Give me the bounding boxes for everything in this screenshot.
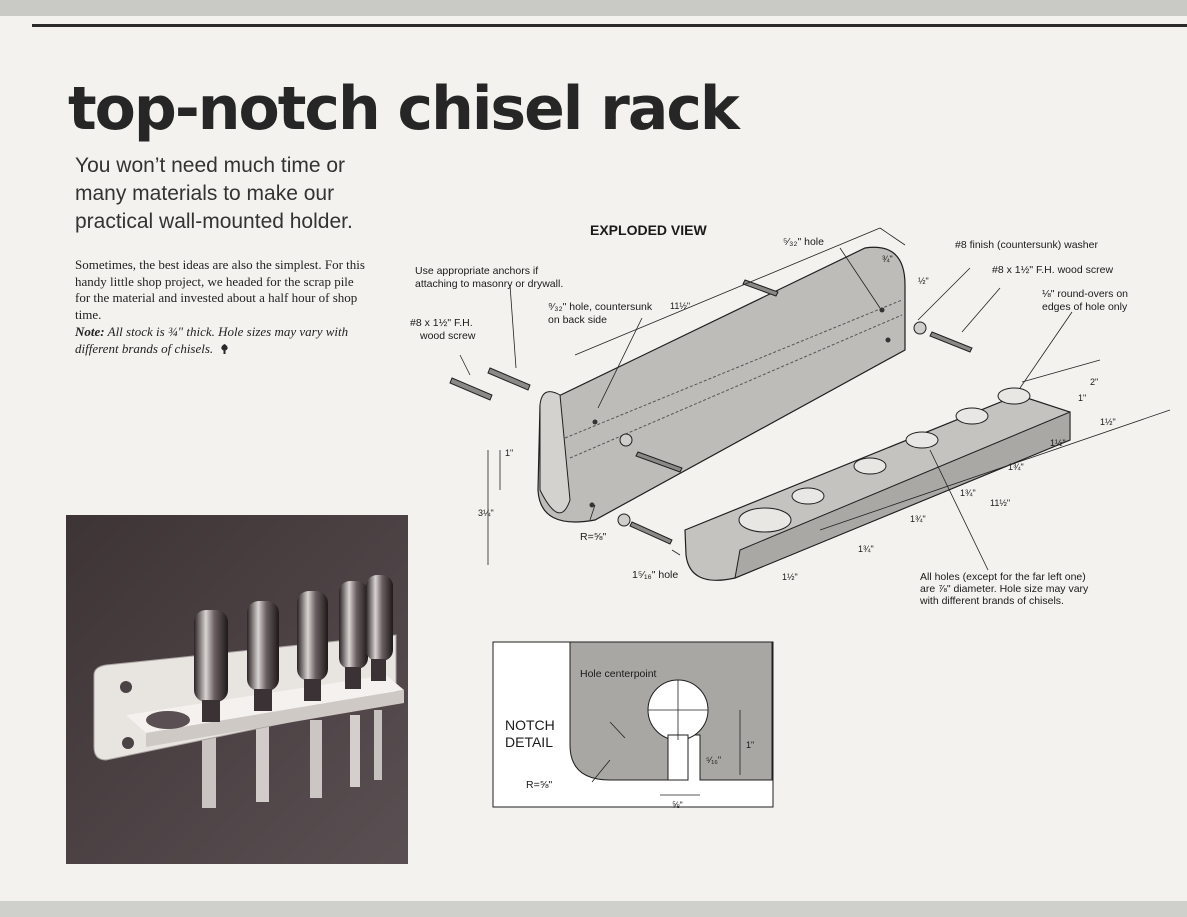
roundover-label-2: edges of hole only [1042,301,1128,313]
holes-note-3: with different brands of chisels. [919,595,1064,607]
radius-label: R=⅝" [580,531,606,543]
notch-dim-height: 1" [746,740,754,750]
exploded-view-diagram: EXPLODED VIEW [410,222,1171,810]
dim-spacing-7: 1½" [782,572,798,582]
dim-height-notch: 1" [505,448,513,458]
dim-spacing-2: 1½" [1050,438,1066,448]
top-scan-border [0,0,1187,16]
notch-radius-label: R=⅝" [526,779,552,791]
article-title: top-notch chisel rack [68,74,740,144]
anchors-label-2: attaching to masonry or drywall. [415,278,563,290]
screw-left-label-1: #8 x 1½" F.H. [410,317,473,329]
note-label: Note: [75,324,105,339]
notch-detail-title-1: NOTCH [505,717,555,733]
dim-height-total: 3¼" [478,508,494,518]
hole-large-label: 1⁵⁄₁₆" hole [632,569,678,581]
dim-spacing-4: 1¾" [960,488,976,498]
washer-label: #8 finish (countersunk) washer [955,239,1098,251]
hole-countersunk-label-2: on back side [548,314,607,326]
centerpoint-label: Hole centerpoint [580,668,657,680]
chisel-rack-photo [66,515,408,864]
notch-detail-title-2: DETAIL [505,734,553,750]
dim-spacing-6: 1¾" [858,544,874,554]
notch-dim-slot: ⅝" [672,800,683,810]
hole-top-label: ⁵⁄₃₂" hole [783,236,824,248]
exploded-view-heading: EXPLODED VIEW [590,222,707,238]
dim-spacing-1: 1½" [1100,417,1116,427]
article-subtitle: You won’t need much time or many materia… [75,154,353,233]
header-rule [32,24,1187,27]
note-text: All stock is ¾" thick. Hole sizes may va… [75,324,349,356]
dim-rack-notch: 1" [1078,393,1086,403]
article-note: Note: All stock is ¾" thick. Hole sizes … [75,324,365,357]
notch-detail: NOTCH DETAIL Hole centerpoint R=⅝" 1" ⁵⁄… [492,641,774,810]
dim-spacing-3: 1¾" [1008,462,1024,472]
anchors-label-1: Use appropriate anchors if [415,265,538,277]
dim-length-back: 11½" [670,301,690,311]
notch-dim-offset: ⁵⁄₁₆" [706,755,721,765]
end-mark-icon [221,343,229,354]
dim-edge-top: ½" [918,276,929,286]
holes-note-2: are ⅞" diameter. Hole size may vary [920,583,1089,595]
bottom-scan-border [0,901,1187,917]
dim-spacing-5: 1¾" [910,514,926,524]
dim-depth-top: ¾" [882,254,893,264]
dim-rack-width: 2" [1090,377,1098,387]
hole-countersunk-label-1: ⁹⁄₃₂" hole, countersunk [548,301,653,313]
screw-left-label-2: wood screw [419,330,476,342]
article-body: Sometimes, the best ideas are also the s… [75,257,365,322]
screw-right-label: #8 x 1½" F.H. wood screw [992,264,1113,276]
roundover-label-1: ⅛" round-overs on [1042,288,1128,300]
dim-rack-length: 11½" [990,498,1010,508]
holes-note-1: All holes (except for the far left one) [920,571,1086,583]
back-board [537,246,906,523]
